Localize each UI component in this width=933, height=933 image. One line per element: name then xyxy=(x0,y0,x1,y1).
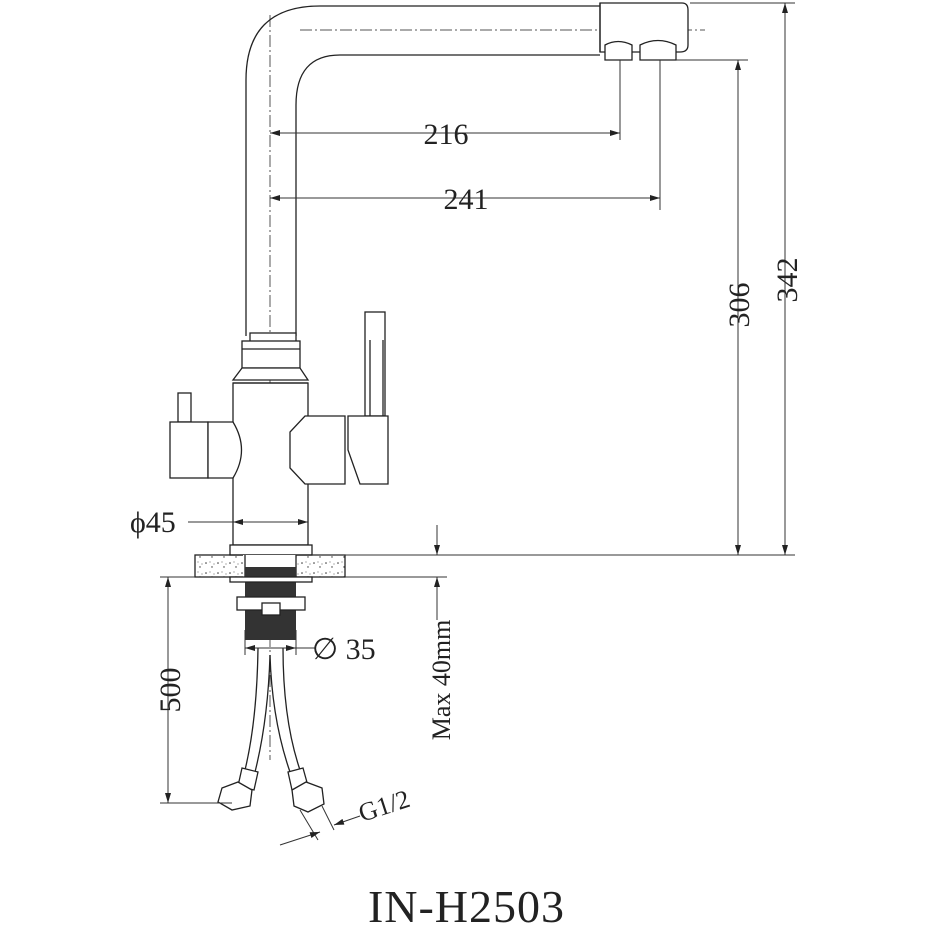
nozzle-left xyxy=(604,40,633,61)
mounting-shank xyxy=(229,567,313,640)
dim-342: 342 xyxy=(771,258,804,303)
supply-hoses xyxy=(217,647,325,813)
lever-stem xyxy=(364,311,386,417)
left-handle xyxy=(169,421,209,479)
dim-216: 216 xyxy=(424,118,469,151)
fitting-right xyxy=(291,781,325,813)
nozzle-right xyxy=(639,39,677,61)
dim-g12: G1/2 xyxy=(355,784,413,828)
dim-max-40mm: Max 40mm xyxy=(427,620,456,741)
model-title: IN-H2503 xyxy=(367,881,566,932)
dimension-lines xyxy=(160,2,795,846)
dim-306: 306 xyxy=(723,283,756,328)
dim-500: 500 xyxy=(154,668,187,713)
lever-handle xyxy=(347,415,389,485)
dim-diameter-35: ∅ 35 xyxy=(312,633,376,666)
faucet-body xyxy=(169,311,389,556)
dim-241: 241 xyxy=(444,183,489,216)
dim-diameter-45: ϕ45 xyxy=(130,506,176,539)
left-knob xyxy=(177,392,192,423)
spout xyxy=(245,2,689,336)
